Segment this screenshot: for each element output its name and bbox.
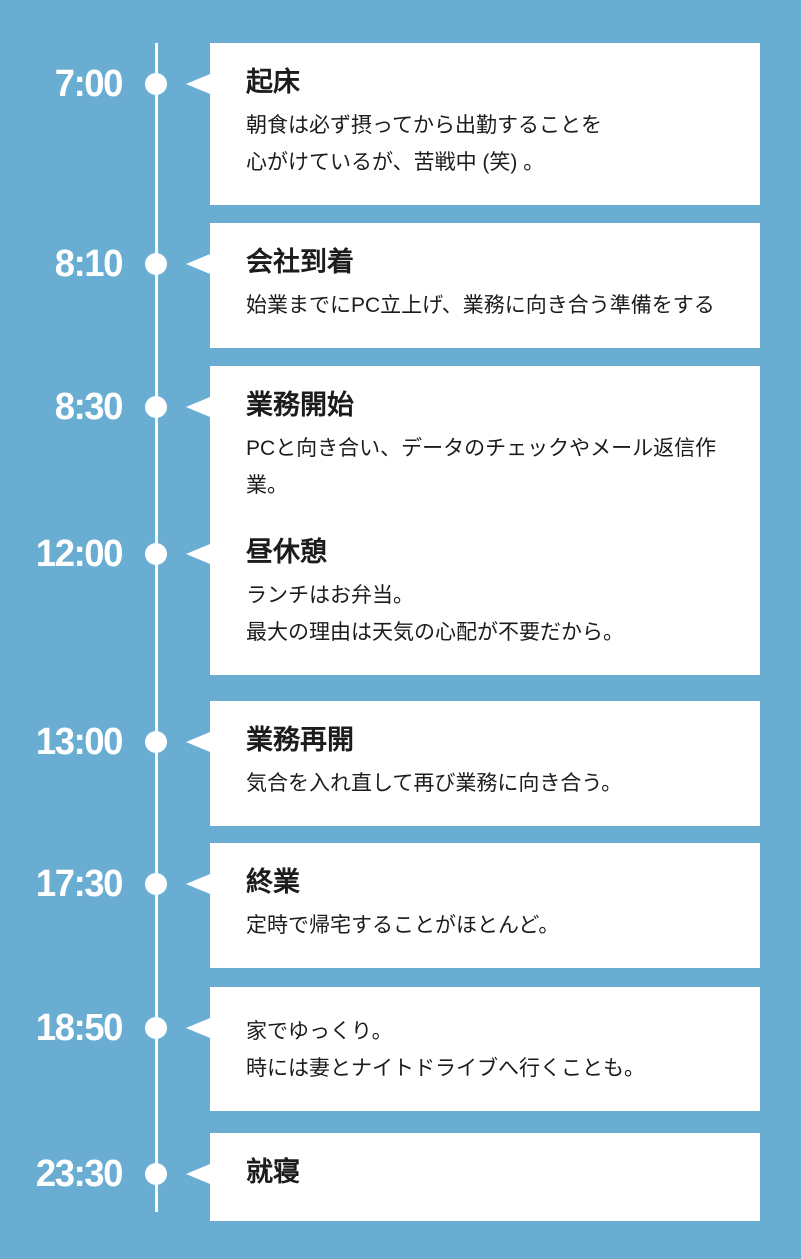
card-title: 就寝 [246,1157,300,1187]
card-title: 終業 [246,867,300,897]
card-arrow-icon [186,732,210,752]
timeline-dot-icon [145,731,167,753]
timeline-dot-icon [145,1017,167,1039]
card-arrow-icon [186,874,210,894]
timeline-vertical-line [154,43,158,1212]
timeline-dot-icon [145,73,167,95]
timeline-dot-icon [145,1163,167,1185]
timeline-dot-icon [145,396,167,418]
card-arrow-icon [186,1018,210,1038]
time-label: 12:00 [35,533,124,575]
time-label: 18:50 [35,1007,124,1049]
time-label: 23:30 [35,1153,124,1195]
card-description-line: 最大の理由は天気の心配が不要だから。 [246,621,624,644]
time-label: 8:30 [54,386,124,428]
card-title: 業務再開 [246,725,354,755]
card-description-line: 朝食は必ず摂ってから出勤することを [246,114,602,137]
card-description-line: 気合を入れ直して再び業務に向き合う。 [246,772,623,795]
schedule-card: 業務再開 気合を入れ直して再び業務に向き合う。 [210,701,760,826]
card-title: 会社到着 [246,247,354,277]
card-title: 起床 [246,67,300,97]
schedule-card: 就寝 [210,1133,760,1221]
time-label: 7:00 [54,63,124,105]
schedule-card: 会社到着 始業までにPC立上げ、業務に向き合う準備をする [210,223,760,348]
card-title: 昼休憩 [246,537,327,567]
schedule-card: 終業 定時で帰宅することがほとんど。 [210,843,760,968]
schedule-card: 家でゆっくり。 時には妻とナイトドライブへ行くことも。 [210,987,760,1111]
card-description-line: 定時で帰宅することがほとんど。 [246,914,560,937]
card-arrow-icon [186,254,210,274]
card-arrow-icon [186,1164,210,1184]
schedule-card: 業務開始 PCと向き合い、データのチェックやメール返信作業。 [210,366,760,528]
schedule-card: 昼休憩 ランチはお弁当。 最大の理由は天気の心配が不要だから。 [210,513,760,675]
timeline-dot-icon [145,253,167,275]
card-description-line: PCと向き合い、データのチェックやメール返信作業。 [246,437,717,497]
card-arrow-icon [186,74,210,94]
card-title: 業務開始 [246,390,354,420]
card-description-line: 始業までにPC立上げ、業務に向き合う準備をする [246,294,715,317]
schedule-card: 起床 朝食は必ず摂ってから出勤することを 心がけているが、苦戦中 (笑) 。 [210,43,760,205]
card-arrow-icon [186,397,210,417]
time-label: 17:30 [35,863,124,905]
timeline-dot-icon [145,873,167,895]
card-description-line: 家でゆっくり。 [246,1020,393,1043]
time-label: 13:00 [35,721,124,763]
card-description-line: 時には妻とナイトドライブへ行くことも。 [246,1057,645,1080]
card-description-line: ランチはお弁当。 [246,584,414,607]
card-arrow-icon [186,544,210,564]
timeline-dot-icon [145,543,167,565]
card-description-line: 心がけているが、苦戦中 (笑) 。 [246,151,545,174]
time-label: 8:10 [54,243,124,285]
